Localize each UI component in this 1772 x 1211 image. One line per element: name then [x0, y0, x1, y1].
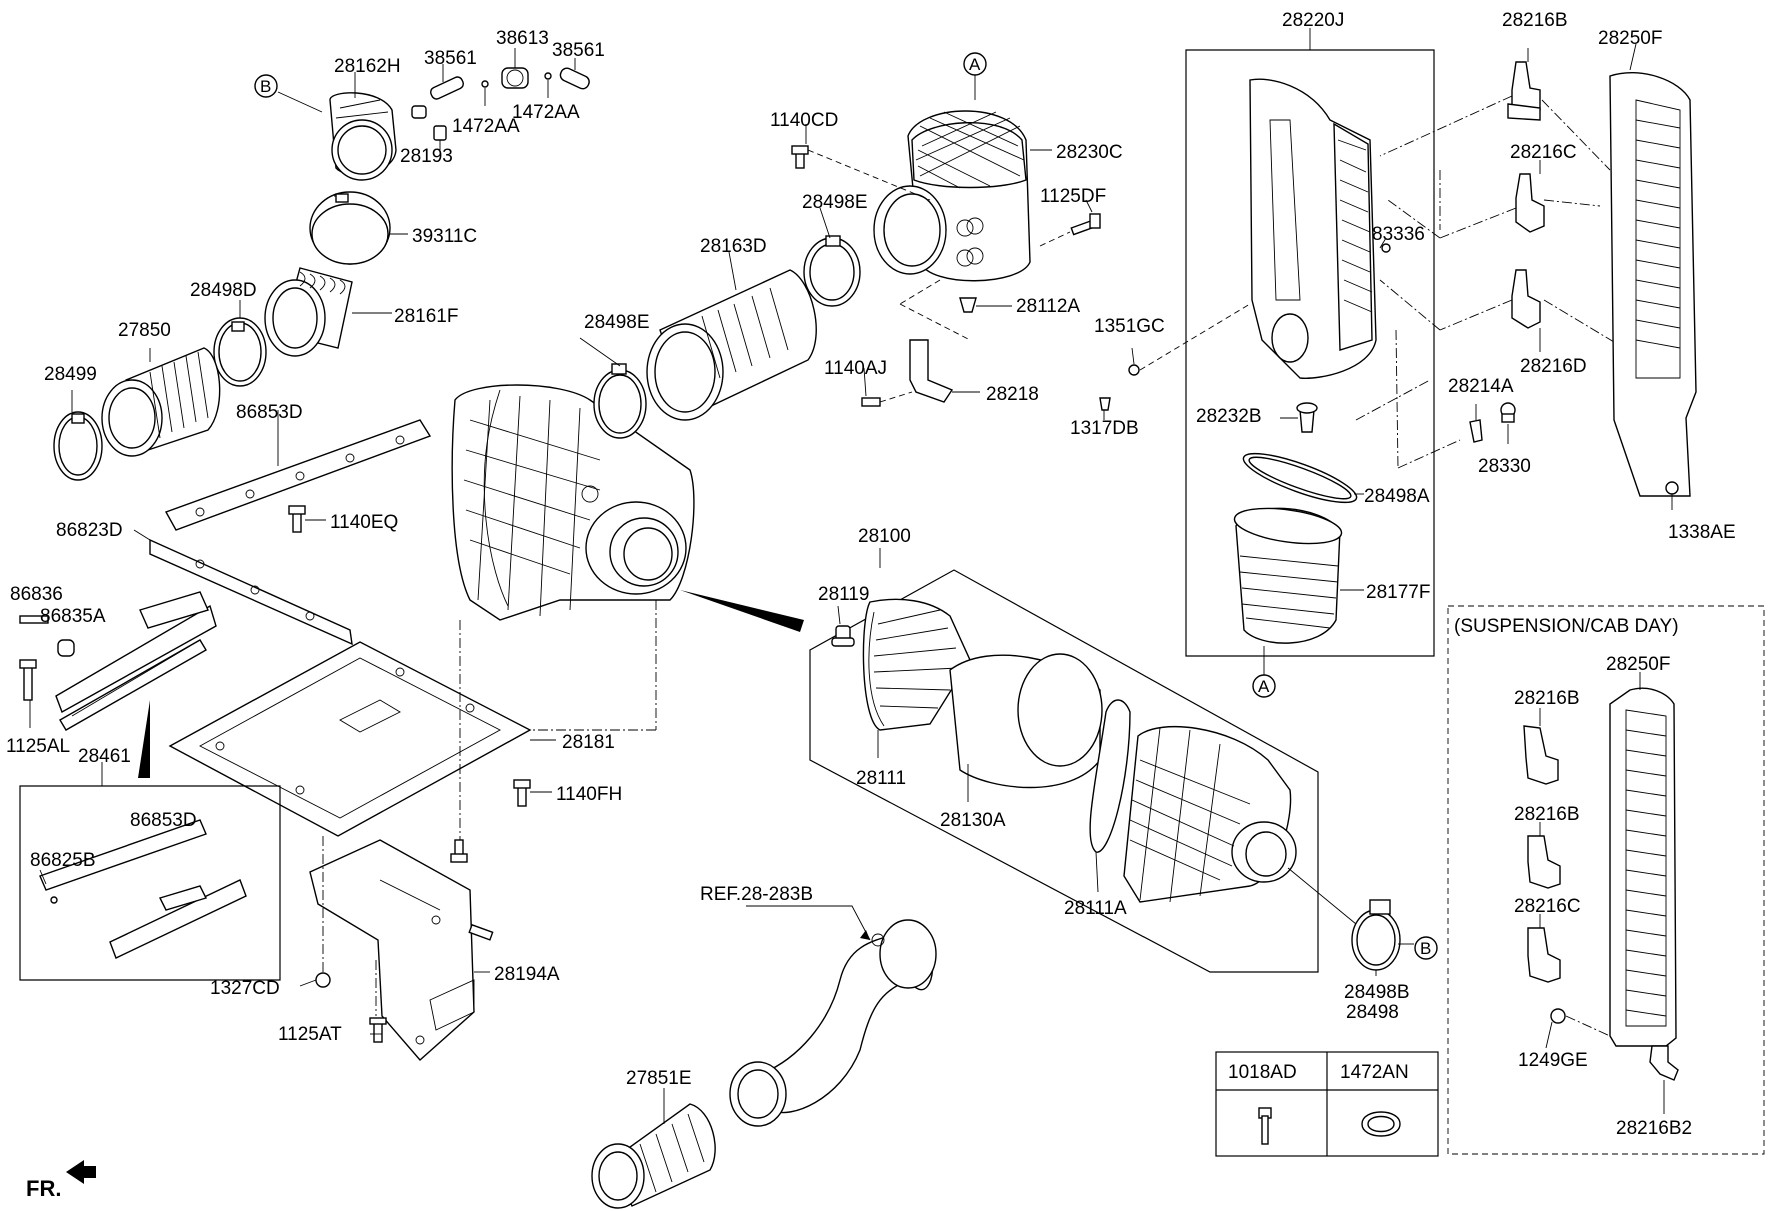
label-28498D: 28498D — [190, 280, 257, 301]
pre-cleaner-assembly: A — [1099, 28, 1435, 698]
label-1125AL: 1125AL — [6, 736, 70, 757]
label-38613: 38613 — [496, 28, 549, 49]
label-28250F: 28250F — [1598, 28, 1662, 49]
label-28250F-2: 28250F — [1606, 654, 1670, 675]
label-28216B: 28216B — [1502, 10, 1568, 31]
label-1140CD: 1140CD — [770, 110, 838, 131]
label-28161F: 28161F — [394, 306, 458, 327]
label-1125DF: 1125DF — [1040, 186, 1106, 207]
label-1140AJ: 1140AJ — [824, 358, 887, 379]
callout-a-bottom: A — [1258, 677, 1270, 696]
label-28216B2: 28216B2 — [1616, 1118, 1692, 1139]
label-1351GC: 1351GC — [1094, 316, 1165, 337]
label-28218: 28218 — [986, 384, 1039, 405]
label-1472AA2: 1472AA — [512, 102, 580, 123]
label-27850: 27850 — [118, 320, 171, 341]
label-1140EQ: 1140EQ — [330, 512, 398, 533]
label-28193: 28193 — [400, 146, 453, 167]
label-1472AA1: 1472AA — [452, 116, 520, 137]
label-28498: 28498 — [1346, 1002, 1399, 1023]
callout-b-top: B — [260, 77, 271, 96]
label-28216C: 28216C — [1510, 142, 1577, 163]
label-ref-28-283B: REF.28-283B — [700, 884, 813, 905]
label-38561a: 38561 — [424, 48, 477, 69]
suspension-cab-day-box — [1447, 605, 1765, 1155]
label-28330: 28330 — [1478, 456, 1531, 477]
label-28498A: 28498A — [1364, 486, 1430, 507]
label-28181: 28181 — [562, 732, 615, 753]
fastener-table — [1215, 1051, 1439, 1157]
label-83336: 83336 — [1372, 224, 1425, 245]
callout-b-right: B — [1420, 939, 1431, 958]
suspension-box-title: (SUSPENSION/CAB DAY) — [1454, 616, 1679, 637]
label-28194A: 28194A — [494, 964, 560, 985]
direction-label-fr: FR. — [26, 1176, 61, 1201]
label-86835A: 86835A — [40, 606, 106, 627]
label-1125AT: 1125AT — [278, 1024, 342, 1045]
label-28112A: 28112A — [1016, 296, 1080, 317]
label-28214A: 28214A — [1448, 376, 1514, 397]
label-28100: 28100 — [858, 526, 911, 547]
label-28498E1: 28498E — [802, 192, 868, 213]
label-28220J: 28220J — [1282, 10, 1344, 31]
label-28216B-2b: 28216B — [1514, 804, 1580, 825]
label-28232B: 28232B — [1196, 406, 1262, 427]
label-28163D: 28163D — [700, 236, 767, 257]
outlet-duct — [591, 905, 937, 1209]
exploded-air-cleaner: B — [809, 548, 1438, 976]
air-cleaner-housing — [451, 384, 804, 632]
label-28216C-2: 28216C — [1514, 896, 1581, 917]
label-1140FH: 1140FH — [556, 784, 622, 805]
label-28162H: 28162H — [334, 56, 401, 77]
label-86853D-b: 86853D — [130, 810, 197, 831]
label-28230C: 28230C — [1056, 142, 1123, 163]
label-28498E2: 28498E — [584, 312, 650, 333]
label-86823D: 86823D — [56, 520, 123, 541]
front-direction-arrow — [66, 1160, 96, 1184]
table-header-1018AD: 1018AD — [1228, 1062, 1297, 1083]
label-28498B: 28498B — [1344, 982, 1410, 1003]
label-28177F: 28177F — [1366, 582, 1430, 603]
mid-ducts: A — [579, 52, 1101, 439]
label-28111: 28111 — [856, 768, 906, 789]
intake-hose-assembly: B — [53, 48, 590, 481]
label-1327CD: 1327CD — [210, 978, 280, 999]
label-28216D: 28216D — [1520, 356, 1587, 377]
label-39311C: 39311C — [412, 226, 477, 247]
label-28461: 28461 — [78, 746, 131, 767]
label-86853D: 86853D — [236, 402, 303, 423]
label-28111A: 28111A — [1064, 898, 1127, 919]
label-86825B: 86825B — [30, 850, 96, 871]
label-1249GE: 1249GE — [1518, 1050, 1588, 1071]
callout-a-top: A — [969, 55, 981, 74]
callout-labels: 28162H 38561 38613 38561 1472AA 1472AA 2… — [6, 10, 1736, 1201]
table-header-1472AN: 1472AN — [1340, 1062, 1409, 1083]
right-panel-assembly — [1355, 43, 1697, 510]
mounting-plates — [19, 410, 657, 1061]
label-1338AE: 1338AE — [1668, 522, 1736, 543]
label-28130A: 28130A — [940, 810, 1006, 831]
label-28216B-2a: 28216B — [1514, 688, 1580, 709]
label-38561b: 38561 — [552, 40, 605, 61]
label-86836: 86836 — [10, 584, 63, 605]
label-27851E: 27851E — [626, 1068, 692, 1089]
label-28119: 28119 — [818, 584, 869, 605]
label-1317DB: 1317DB — [1070, 418, 1139, 439]
label-28499: 28499 — [44, 364, 97, 385]
